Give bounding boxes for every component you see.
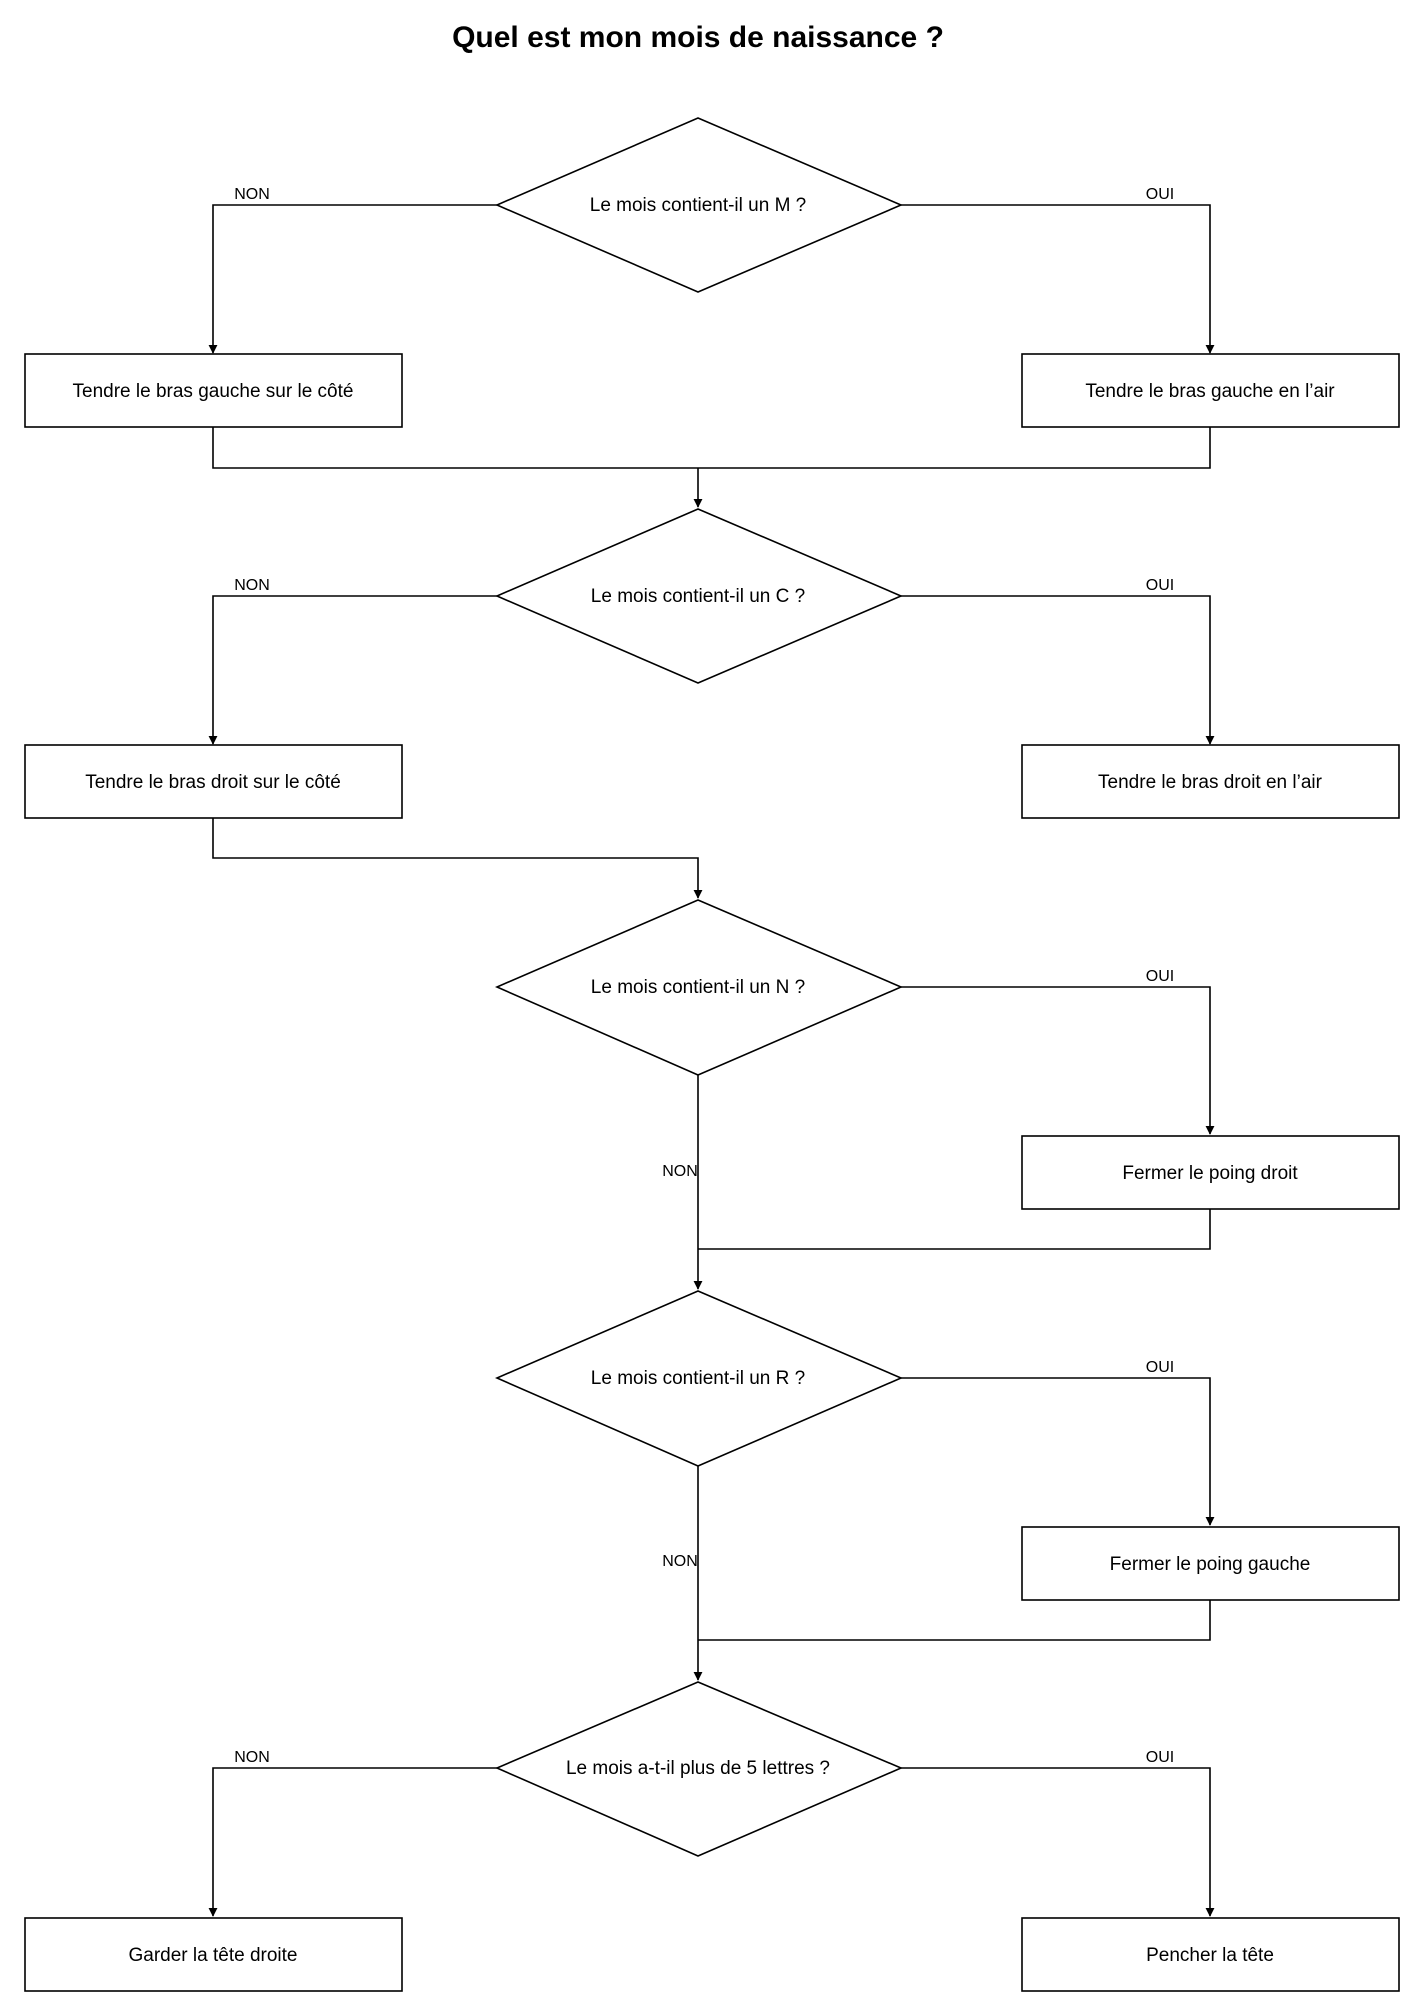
edge-len-no [208, 1767, 497, 1917]
decision-r-label: Le mois contient-il un R ? [591, 1368, 805, 1389]
action-right-arm-up [1021, 744, 1400, 819]
action-right-fist [1021, 1135, 1400, 1210]
action-left-fist-label: Fermer le poing gauche [1110, 1554, 1311, 1575]
decision-r [494, 1290, 904, 1467]
edge-c-yes [901, 595, 1215, 745]
action-right-arm-side-label: Tendre le bras droit sur le côté [85, 772, 341, 793]
edge-label-n-no: NON [662, 1163, 698, 1180]
edge-label-r-no: NON [662, 1553, 698, 1570]
page-title: Quel est mon mois de naissance ? [452, 21, 944, 54]
edge-r-yes [901, 1377, 1215, 1526]
decision-n [494, 899, 904, 1076]
decision-length-label: Le mois a-t-il plus de 5 lettres ? [566, 1758, 830, 1779]
edge-n-yes [901, 986, 1215, 1135]
edge-label-m-no: NON [234, 186, 270, 203]
edge-merge-1 [212, 427, 1211, 469]
edge-label-n-yes: OUI [1146, 968, 1174, 985]
action-right-fist-label: Fermer le poing droit [1122, 1163, 1298, 1184]
decision-c [494, 508, 904, 684]
edge-merge-2 [698, 1209, 1211, 1250]
edge-label-len-no: NON [234, 1749, 270, 1766]
edge-to-n [212, 818, 703, 899]
action-left-arm-side-label: Tendre le bras gauche sur le côté [73, 381, 354, 402]
action-right-arm-side [24, 744, 403, 819]
decision-n-label: Le mois contient-il un N ? [591, 977, 805, 998]
decision-m [494, 117, 904, 293]
edge-label-len-yes: OUI [1146, 1749, 1174, 1766]
action-head-straight [24, 1917, 403, 1992]
edge-label-m-yes: OUI [1146, 186, 1174, 203]
edge-m-yes [901, 204, 1215, 354]
action-left-fist [1021, 1526, 1400, 1601]
edge-m-no [208, 204, 497, 354]
edge-label-c-yes: OUI [1146, 577, 1174, 594]
decision-c-label: Le mois contient-il un C ? [591, 586, 805, 607]
action-head-straight-label: Garder la tête droite [129, 1945, 298, 1966]
action-left-arm-up-label: Tendre le bras gauche en l’air [1085, 381, 1335, 402]
edge-merge-3 [698, 1600, 1211, 1641]
decision-m-label: Le mois contient-il un M ? [590, 195, 807, 216]
edge-label-r-yes: OUI [1146, 1359, 1174, 1376]
action-right-arm-up-label: Tendre le bras droit en l’air [1098, 772, 1323, 793]
decision-length [494, 1681, 904, 1857]
edge-label-c-no: NON [234, 577, 270, 594]
edge-c-no [208, 595, 497, 745]
action-left-arm-up [1021, 353, 1400, 428]
action-head-tilt [1021, 1917, 1400, 1992]
edge-len-yes [901, 1767, 1215, 1917]
action-head-tilt-label: Pencher la tête [1146, 1945, 1274, 1966]
action-left-arm-side [24, 353, 403, 428]
